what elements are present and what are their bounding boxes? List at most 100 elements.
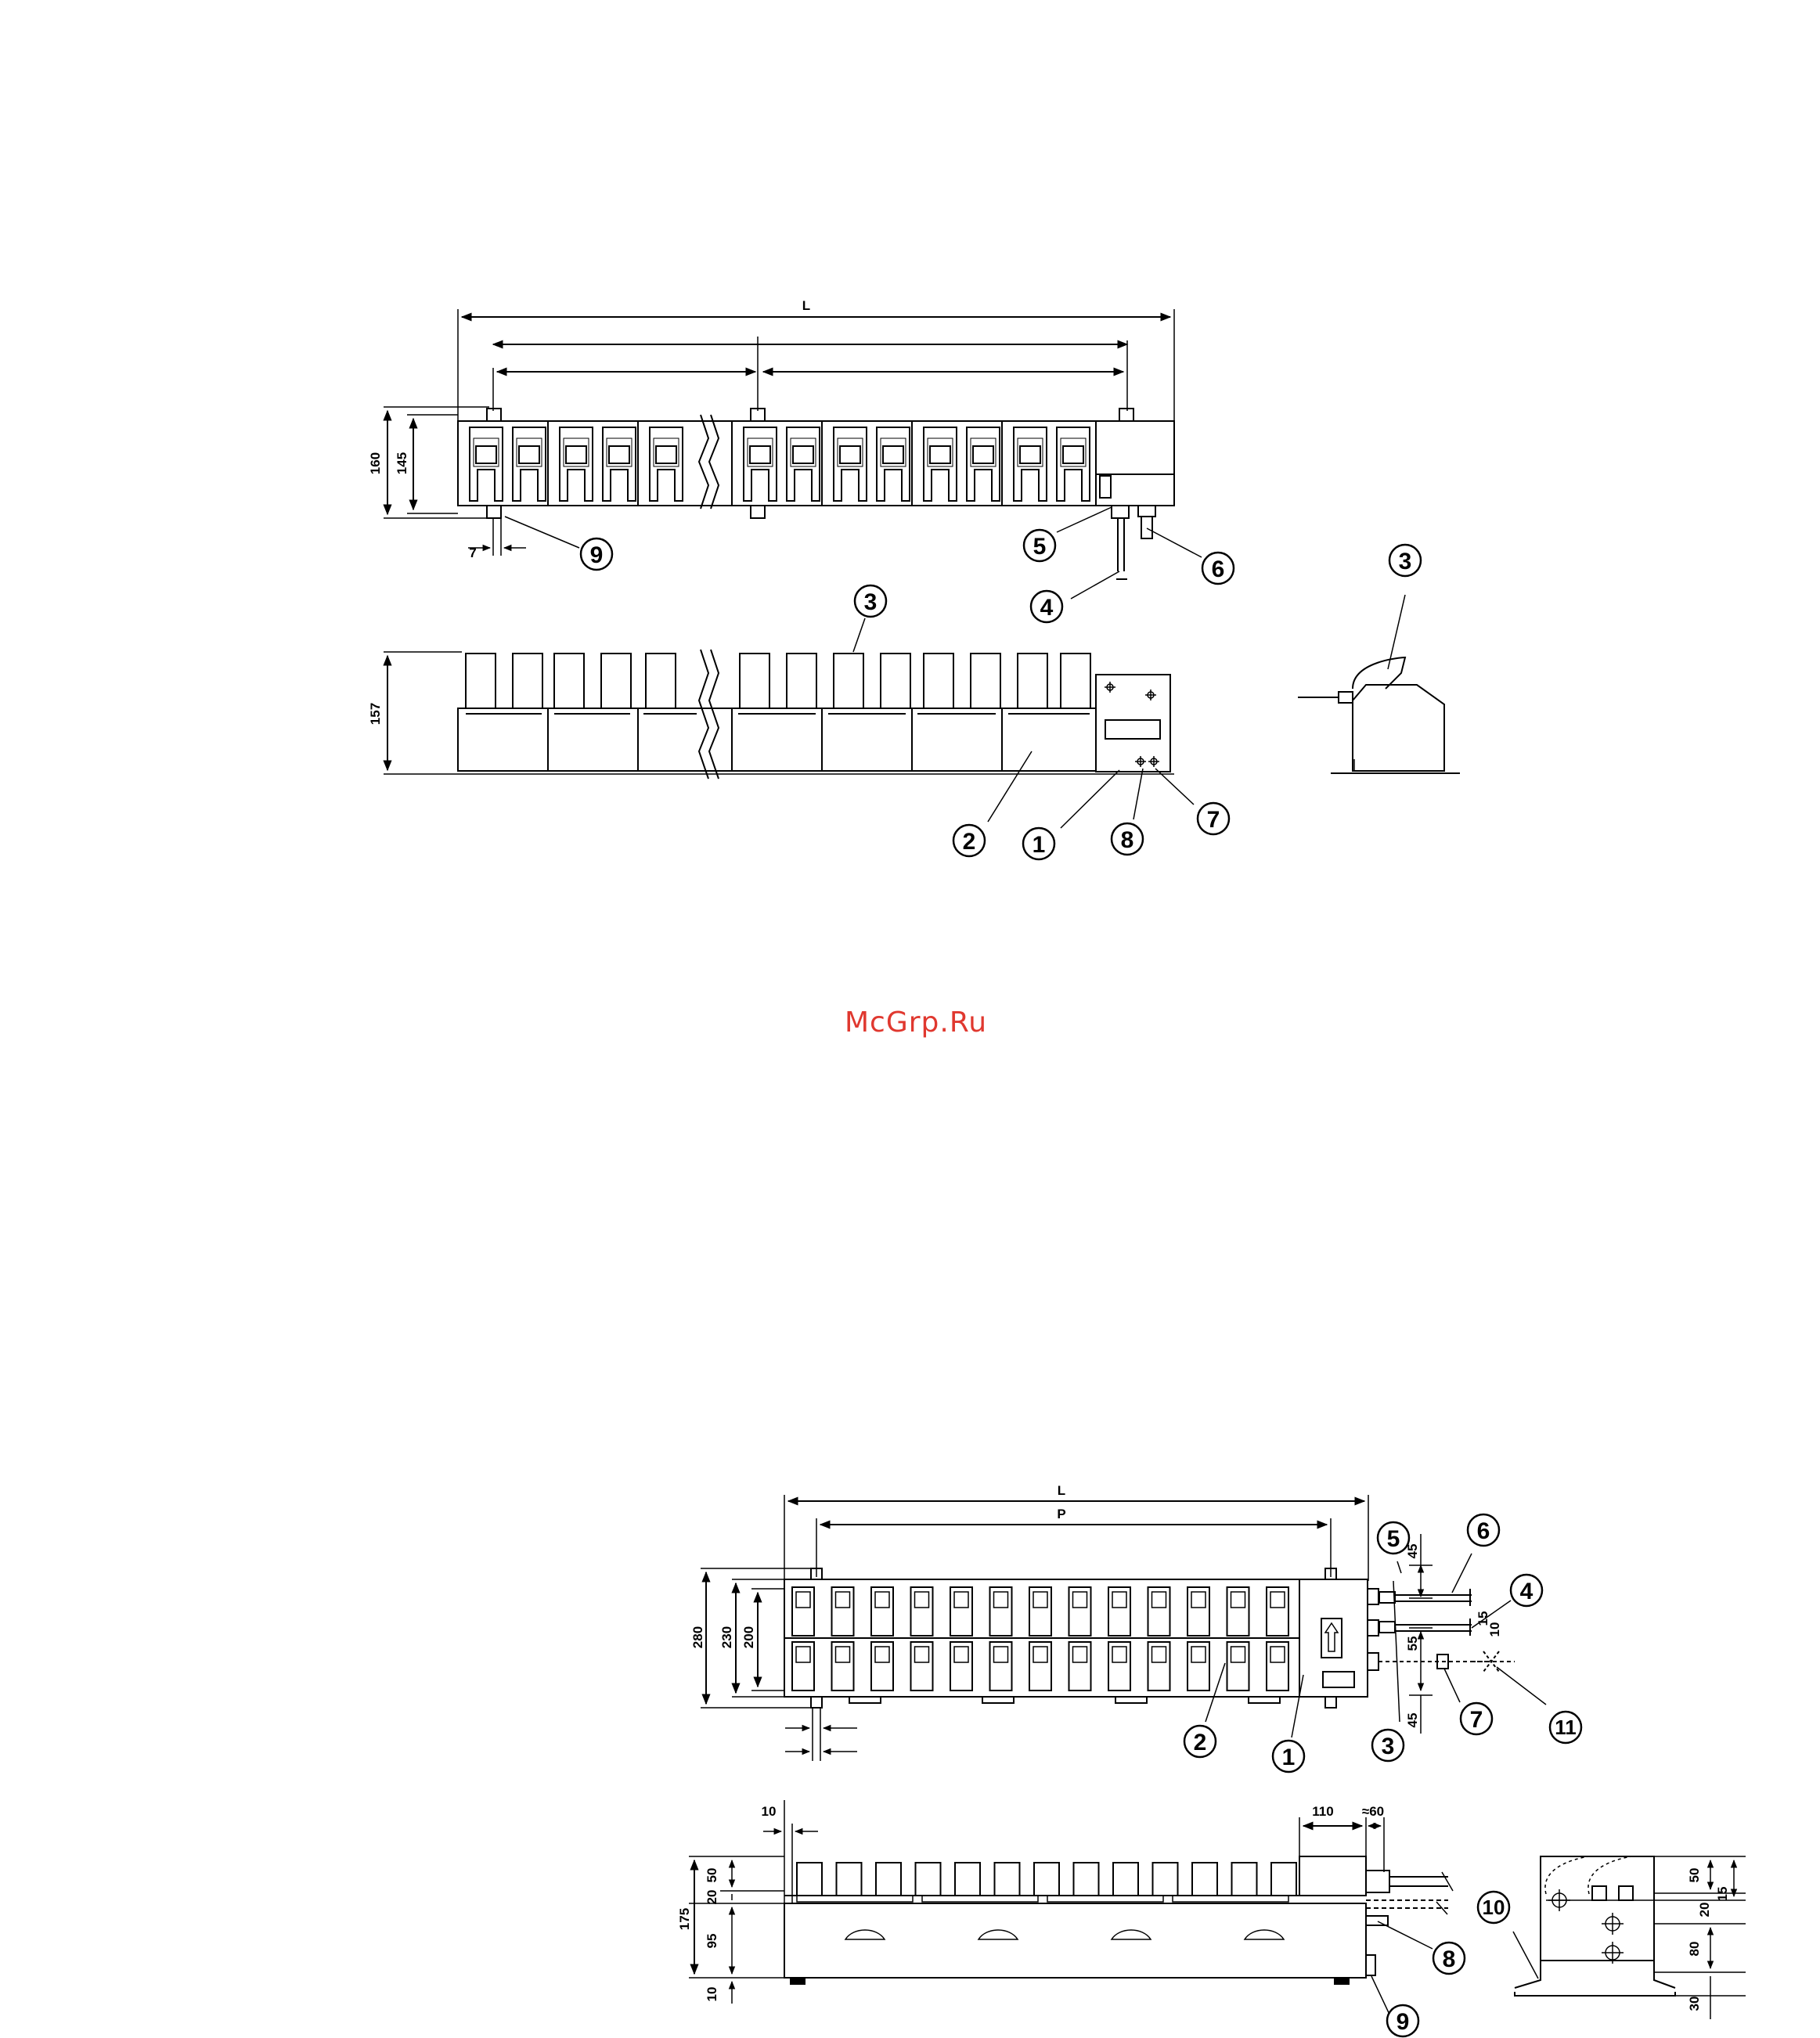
bottom-callout-8: 8 xyxy=(1433,1943,1465,1974)
top-callout-5: 5 xyxy=(1024,530,1055,561)
heater-fin xyxy=(466,654,496,708)
heater-fin xyxy=(740,654,769,708)
heater-window xyxy=(930,446,950,463)
heater-window xyxy=(994,1592,1008,1608)
top-callout-6: 6 xyxy=(1202,553,1234,584)
heater-element xyxy=(1069,1587,1091,1636)
heater-window xyxy=(1033,1647,1047,1662)
bottom-callout-7: 7 xyxy=(1461,1703,1492,1734)
top-dim-157: 157 xyxy=(368,703,383,725)
heater-fin xyxy=(797,1863,822,1896)
bottom-callout-9: 9 xyxy=(1387,2005,1418,2036)
bottom-dim-10-foot: 10 xyxy=(705,1987,719,2002)
heater-fin xyxy=(924,654,953,708)
heater-element xyxy=(911,1587,933,1636)
callout-number: 1 xyxy=(1282,1745,1296,1770)
heater-window xyxy=(883,446,903,463)
heater-element xyxy=(792,1587,814,1636)
bottom-callout-10: 10 xyxy=(1478,1892,1509,1923)
top-callout-7: 7 xyxy=(1198,803,1229,834)
heater-fin xyxy=(837,1863,862,1896)
heater-fin xyxy=(1113,1863,1138,1896)
heater-frame xyxy=(1018,438,1043,466)
bottom-dim-60: ≈60 xyxy=(1362,1804,1384,1819)
top-callout-3-side: 3 xyxy=(1389,545,1421,576)
bottom-dim-230: 230 xyxy=(719,1626,734,1648)
top-callout-2: 2 xyxy=(953,825,985,856)
heater-element xyxy=(1267,1587,1288,1636)
heater-window xyxy=(1112,1647,1126,1662)
top-side-view xyxy=(1298,595,1460,773)
bottom-callout-2: 2 xyxy=(1184,1726,1216,1757)
heater-frame xyxy=(474,438,499,466)
top-dim-7: 7 xyxy=(469,546,476,560)
heater-element xyxy=(1148,1642,1170,1691)
heater-frame xyxy=(564,438,589,466)
heater-element xyxy=(1029,1642,1051,1691)
bottom-dim-50: 50 xyxy=(705,1868,719,1883)
bottom-callout-1: 1 xyxy=(1273,1741,1304,1772)
heater-window xyxy=(1112,1592,1126,1608)
side-dim-30: 30 xyxy=(1687,1997,1702,2011)
heater-window xyxy=(1270,1592,1285,1608)
heater-element xyxy=(990,1587,1012,1636)
top-callout-8: 8 xyxy=(1112,823,1143,855)
bottom-dim-45-bottom: 45 xyxy=(1405,1713,1420,1728)
side-dim-20: 20 xyxy=(1697,1903,1712,1917)
heater-element xyxy=(871,1587,893,1636)
heater-element xyxy=(1188,1587,1209,1636)
heater-window xyxy=(836,1592,850,1608)
bottom-dim-L: L xyxy=(1058,1483,1065,1498)
top-callout-3: 3 xyxy=(855,585,886,617)
heater-fin xyxy=(1034,1863,1059,1896)
heater-fin xyxy=(834,654,863,708)
callout-number: 5 xyxy=(1387,1526,1400,1552)
heater-frame xyxy=(791,438,816,466)
heater-fin xyxy=(971,654,1000,708)
callout-number: 3 xyxy=(864,589,878,615)
heater-window xyxy=(1231,1647,1245,1662)
bottom-callout-4: 4 xyxy=(1511,1575,1542,1606)
callout-number: 8 xyxy=(1121,827,1134,853)
heater-window xyxy=(840,446,860,463)
heater-element xyxy=(911,1642,933,1691)
heater-window xyxy=(875,1592,889,1608)
heater-window xyxy=(954,1592,968,1608)
heater-window xyxy=(1073,1647,1087,1662)
callout-number: 4 xyxy=(1040,595,1054,621)
heater-fin xyxy=(646,654,676,708)
heater-element xyxy=(832,1587,854,1636)
heater-element xyxy=(1029,1587,1051,1636)
heater-element xyxy=(832,1642,854,1691)
callout-number: 4 xyxy=(1520,1579,1533,1604)
heater-fin xyxy=(1074,1863,1099,1896)
heater-element xyxy=(871,1642,893,1691)
heater-element xyxy=(1267,1642,1288,1691)
bottom-callout-3: 3 xyxy=(1372,1730,1404,1761)
heater-fin xyxy=(601,654,631,708)
heater-window xyxy=(1073,1592,1087,1608)
heater-window xyxy=(1231,1592,1245,1608)
bottom-dim-175: 175 xyxy=(677,1908,692,1930)
heater-fin xyxy=(881,654,910,708)
heater-element xyxy=(990,1642,1012,1691)
callout-number: 2 xyxy=(1194,1730,1207,1755)
heater-element xyxy=(1069,1642,1091,1691)
callout-number: 7 xyxy=(1470,1707,1483,1733)
top-plan-modules xyxy=(470,421,1090,506)
bottom-callout-11: 11 xyxy=(1550,1712,1581,1743)
heater-frame xyxy=(654,438,679,466)
heater-fin xyxy=(1018,654,1047,708)
callout-number: 11 xyxy=(1555,1716,1577,1739)
callout-number: 9 xyxy=(590,542,604,568)
heater-window xyxy=(954,1647,968,1662)
heater-frame xyxy=(838,438,863,466)
heater-fin xyxy=(1153,1863,1178,1896)
heater-fin xyxy=(876,1863,901,1896)
side-dim-15: 15 xyxy=(1715,1887,1730,1902)
heater-element xyxy=(792,1642,814,1691)
heater-fin xyxy=(513,654,542,708)
bottom-plan-modules xyxy=(784,1587,1299,1691)
callout-number: 7 xyxy=(1207,807,1220,833)
top-callout-1: 1 xyxy=(1023,828,1054,859)
